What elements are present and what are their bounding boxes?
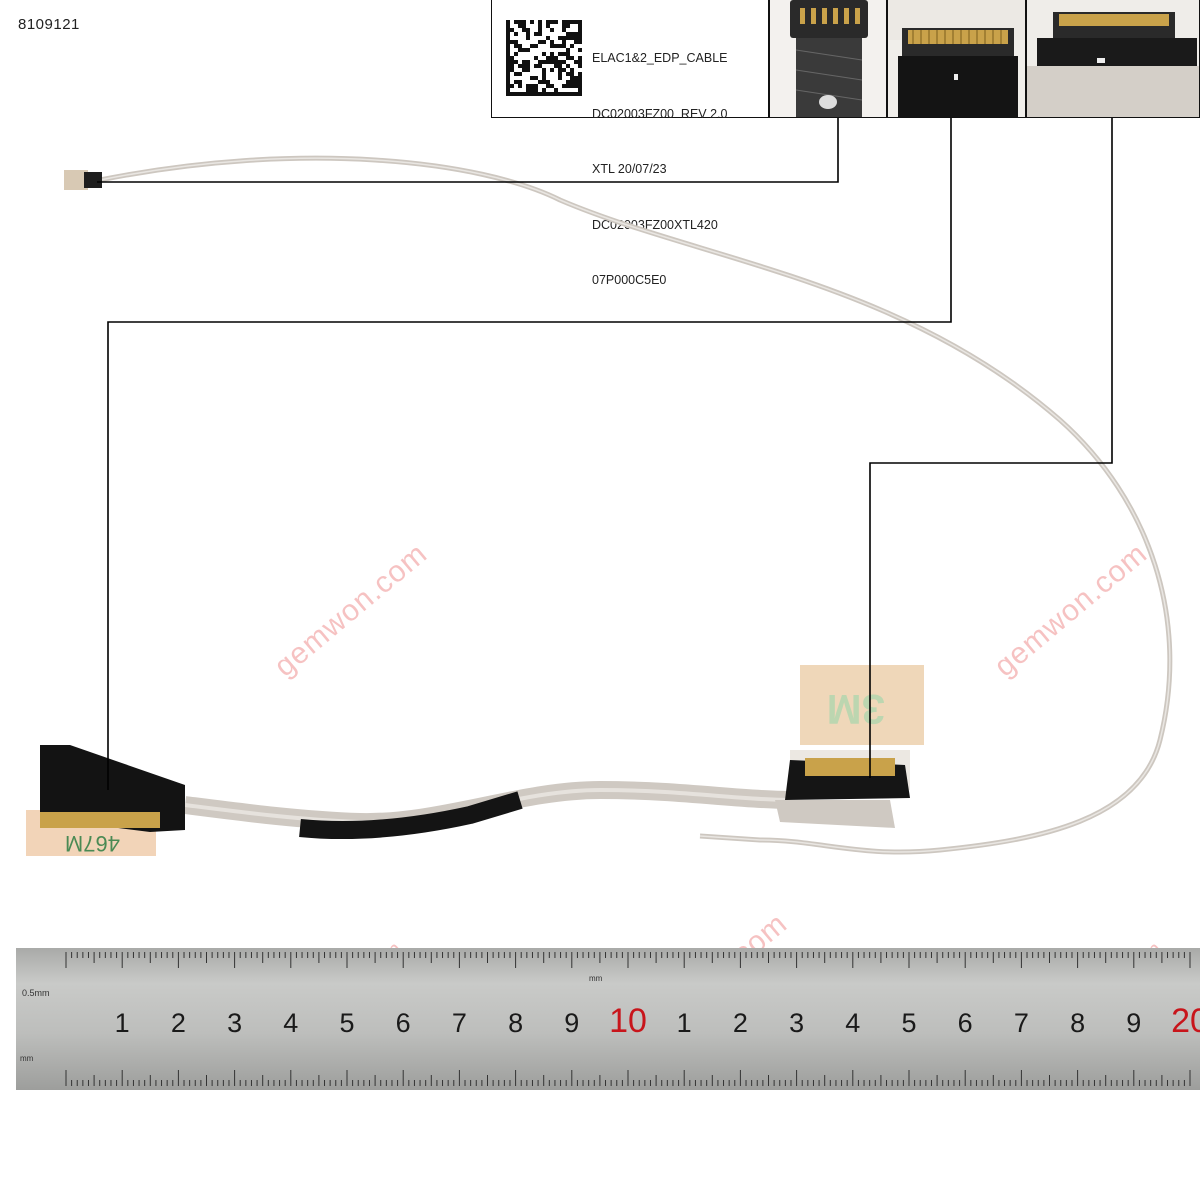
right-tape	[800, 665, 924, 745]
ruler-number: 10	[609, 1002, 647, 1040]
small-connector-closeup	[769, 0, 887, 118]
ruler-unit-label: mm	[589, 974, 603, 983]
label-text: ELAC1&2_EDP_CABLE DC02003FZ00 REV 2.0 XT…	[592, 12, 728, 327]
small-end-connector	[64, 170, 88, 190]
right-tape-mark: 3M	[827, 686, 885, 733]
ruler-number: 6	[957, 1008, 973, 1038]
label-line-1: ELAC1&2_EDP_CABLE	[592, 51, 728, 65]
ruler-number: 7	[1013, 1008, 1029, 1038]
ruler-number: 9	[564, 1008, 580, 1038]
datamatrix-code	[504, 20, 582, 96]
ruler-ticks	[65, 952, 1191, 1086]
left-tape-mark: 467M	[65, 831, 120, 856]
product-sku: 8109121	[18, 16, 80, 33]
ruler-number: 4	[283, 1008, 299, 1038]
callout-line-left	[107, 118, 952, 790]
ruler-number: 20	[1171, 1002, 1200, 1040]
ruler-number: 1	[114, 1008, 130, 1038]
callout-line-small	[97, 118, 839, 183]
callout-line-right	[869, 118, 1113, 778]
ruler-scale-label: 0.5mm	[22, 988, 50, 998]
product-label-panel: ELAC1&2_EDP_CABLE DC02003FZ00 REV 2.0 XT…	[491, 0, 769, 287]
ruler-number: 8	[1070, 1008, 1086, 1038]
ruler-unit-label-bottom: mm	[20, 1054, 34, 1063]
ruler-number: 4	[845, 1008, 861, 1038]
ruler-number: 9	[1126, 1008, 1142, 1038]
ruler: 0.5mm mm mm 12345678910123456789201	[16, 948, 1200, 1090]
thin-cable	[99, 155, 1173, 855]
screen-connector-closeup	[887, 0, 1026, 118]
label-line-2: DC02003FZ00 REV 2.0	[592, 106, 728, 121]
ruler-number: 6	[395, 1008, 411, 1038]
ruler-number: 5	[339, 1008, 355, 1038]
left-screen-connector	[40, 745, 185, 832]
label-line-4: DC02003FZ00XTL420	[592, 217, 718, 232]
ruler-number: 8	[508, 1008, 524, 1038]
ruler-number: 3	[789, 1008, 805, 1038]
ruler-number: 3	[227, 1008, 243, 1038]
label-line-5: 07P000C5E0	[592, 273, 667, 287]
ruler-number: 1	[676, 1008, 692, 1038]
label-line-3: XTL 20/07/23	[592, 162, 667, 176]
black-sleeve	[299, 791, 523, 840]
ruler-number: 5	[901, 1008, 917, 1038]
ruler-number: 7	[451, 1008, 467, 1038]
board-connector-closeup	[1026, 0, 1200, 118]
ruler-number: 2	[170, 1008, 186, 1038]
ruler-number: 2	[732, 1008, 748, 1038]
